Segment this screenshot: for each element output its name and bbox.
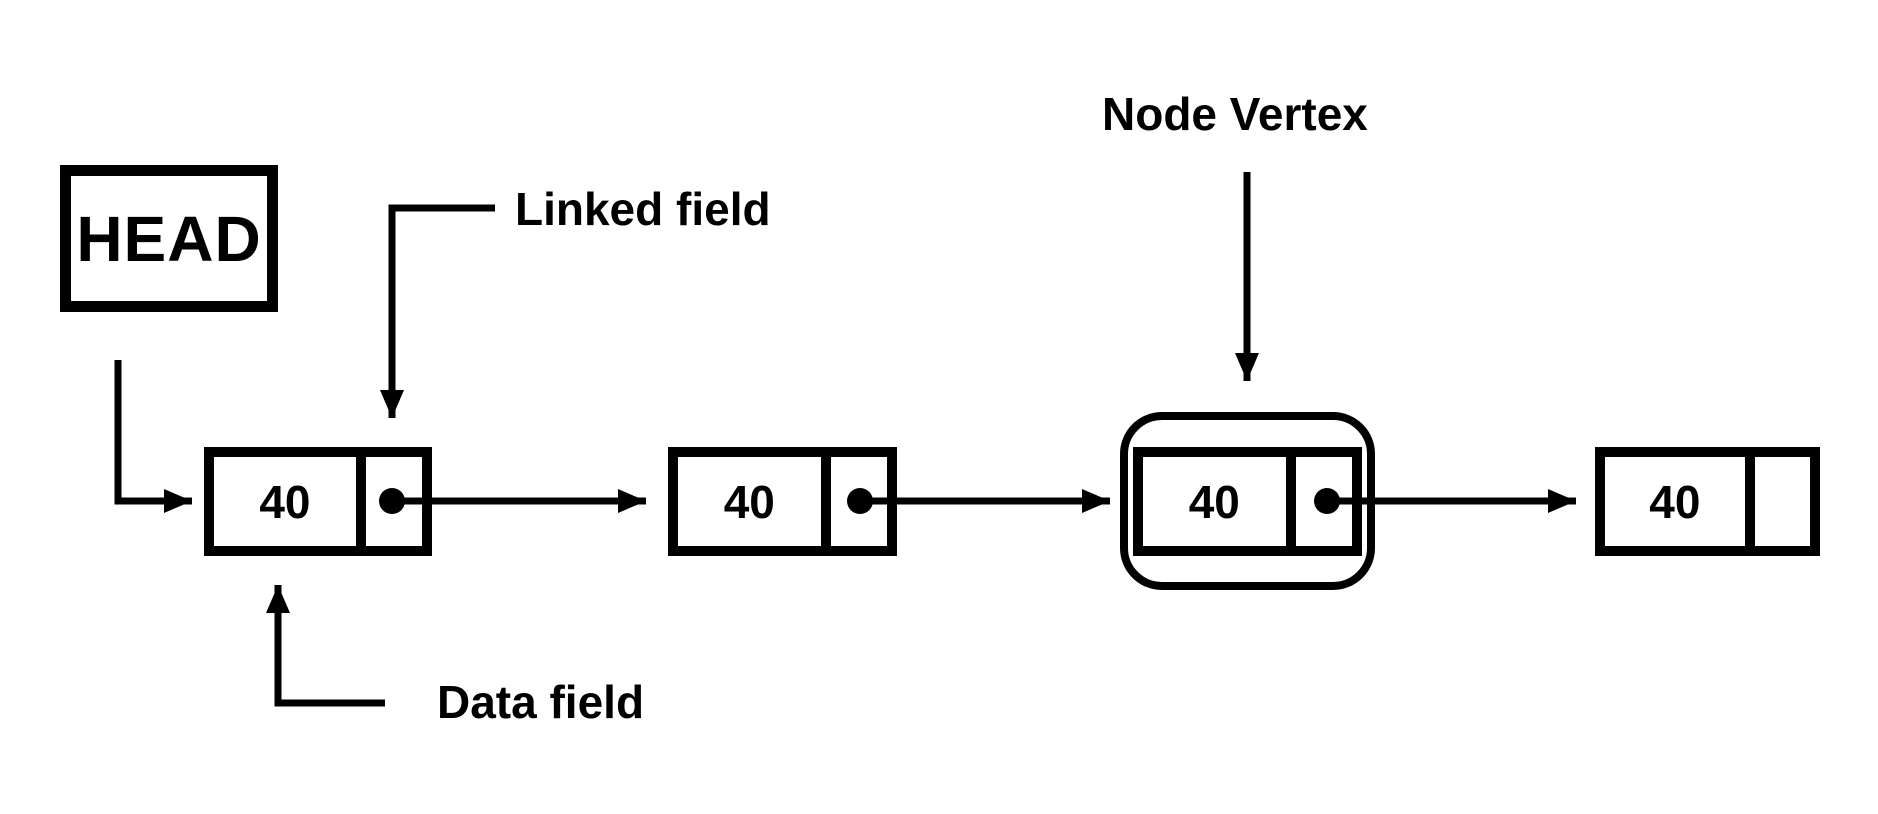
node-4-value: 40 [1649,475,1701,528]
node-2-data-field: 40 [678,457,831,546]
node-3-value: 40 [1188,475,1240,528]
data-field-arrow [266,585,385,707]
list-node-3: 40 [1133,447,1362,556]
head-label: HEAD [76,202,262,275]
node-3-linked-field [1296,457,1352,546]
head-to-node1-arrow [114,360,192,513]
node-4-data-field: 40 [1605,457,1755,546]
node-1-value: 40 [259,475,311,528]
node-2-linked-field [831,457,887,546]
node-2-value: 40 [723,475,775,528]
node-1-linked-field [366,457,422,546]
list-node-4: 40 [1595,447,1820,556]
node-3-data-field: 40 [1143,457,1296,546]
linked-field-label: Linked field [515,183,771,235]
head-box: HEAD [60,165,278,312]
node-vertex-label: Node Vertex [1102,88,1368,140]
list-node-1: 40 [204,447,432,556]
node-1-data-field: 40 [214,457,366,546]
list-node-2: 40 [668,447,897,556]
linked-field-arrow [380,204,495,418]
node-4-linked-field-empty [1755,457,1810,546]
data-field-label: Data field [437,676,645,728]
